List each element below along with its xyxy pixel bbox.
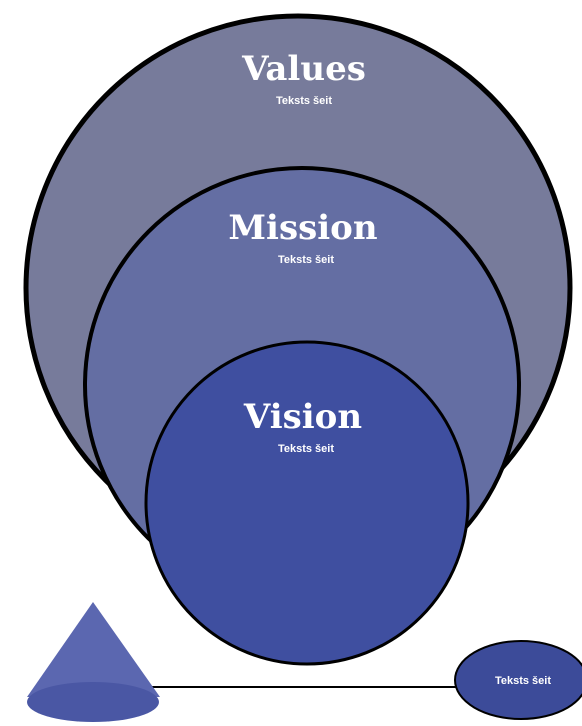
values-title: Values (241, 49, 366, 89)
pointer-label-ellipse (454, 640, 582, 720)
cone-icon (27, 602, 160, 722)
vision-title: Vision (243, 397, 362, 437)
values-subtitle: Teksts šeit (276, 95, 332, 107)
vision-circle (144, 340, 470, 666)
cone-base (27, 682, 159, 722)
mission-title: Mission (228, 208, 377, 248)
pointer-label-text: Teksts šeit (495, 675, 551, 687)
cone-body (27, 602, 160, 697)
vision-subtitle: Teksts šeit (278, 443, 334, 455)
mission-subtitle: Teksts šeit (278, 254, 334, 266)
